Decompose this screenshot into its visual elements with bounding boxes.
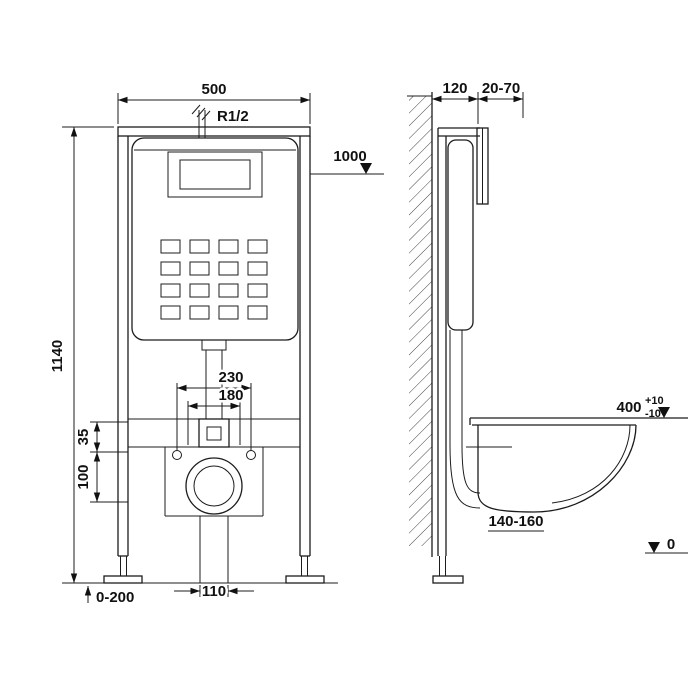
dim-offset-small-label: 35 bbox=[75, 429, 92, 446]
front-dimensions: 500 R1/2 1140 1000 230 180 bbox=[49, 81, 384, 606]
flush-plate-profile bbox=[476, 127, 489, 205]
frame-profile bbox=[437, 127, 480, 556]
outlet-pipe bbox=[199, 516, 229, 583]
wall-hatching bbox=[409, 96, 432, 546]
flush-pipe-profile bbox=[449, 330, 463, 445]
fixing-hole-right bbox=[246, 450, 256, 460]
dim-frame-width: 500 bbox=[117, 81, 311, 124]
dim-leg-adjust-range-label: 0-200 bbox=[96, 589, 134, 606]
dim-frame-height: 1140 bbox=[49, 126, 114, 583]
wall bbox=[407, 92, 433, 557]
support-feet bbox=[103, 556, 325, 584]
dim-offset-small: 35 bbox=[75, 421, 128, 453]
frame bbox=[117, 126, 311, 557]
dim-leg-adjust-range: 0-200 bbox=[84, 586, 134, 606]
drain-assembly bbox=[128, 418, 300, 517]
dim-finish-range: 20-70 bbox=[478, 80, 524, 118]
dim-floor-level: 0 bbox=[645, 536, 688, 554]
dim-fixing-span-wide-label: 230 bbox=[218, 369, 243, 386]
dim-frame-depth-label: 120 bbox=[442, 80, 467, 97]
dim-water-inlet-label: R1/2 bbox=[217, 108, 249, 125]
dim-frame-height-label: 1140 bbox=[49, 340, 66, 373]
dim-water-inlet: R1/2 bbox=[217, 108, 249, 125]
dim-offset-large: 100 bbox=[75, 452, 128, 503]
dim-fixing-span-wide: 230 bbox=[176, 367, 252, 450]
dim-frame-width-label: 500 bbox=[201, 81, 226, 98]
dim-fixing-span-narrow-label: 180 bbox=[218, 387, 243, 404]
dim-fixing-span-narrow: 180 bbox=[187, 385, 246, 445]
side-dimensions: 120 20-70 400 +10 -10 140-160 0 bbox=[432, 80, 688, 554]
dim-rim-height-label: 400 bbox=[616, 399, 641, 416]
cistern-profile bbox=[447, 139, 474, 331]
dim-outlet-pipe-width-label: 110 bbox=[202, 583, 226, 600]
dim-rim-height: 400 +10 -10 bbox=[616, 395, 670, 420]
dim-offset-large-label: 100 bbox=[75, 464, 92, 489]
level-mark-icon bbox=[360, 163, 372, 174]
dim-floor-level-label: 0 bbox=[667, 536, 675, 553]
dim-panel-height-label: 1000 bbox=[333, 148, 366, 165]
dim-outlet-height-range-label: 140-160 bbox=[488, 513, 543, 530]
dim-panel-height: 1000 bbox=[310, 148, 384, 175]
side-view bbox=[407, 92, 688, 584]
dim-rim-tol-minus-label: -10 bbox=[645, 408, 661, 420]
front-view bbox=[62, 104, 338, 584]
dim-rim-tol-plus-label: +10 bbox=[645, 395, 664, 407]
dim-outlet-height-range: 140-160 bbox=[486, 511, 546, 533]
flush-bend-housing bbox=[198, 418, 230, 448]
level-mark-icon bbox=[648, 542, 660, 553]
flush-plate-window bbox=[167, 151, 263, 198]
fixing-hole-left bbox=[172, 450, 182, 460]
dim-frame-depth: 120 bbox=[432, 80, 479, 124]
cistern-tank bbox=[131, 137, 299, 341]
toilet-bowl bbox=[466, 417, 688, 532]
dim-finish-range-label: 20-70 bbox=[482, 80, 520, 97]
protection-grid bbox=[160, 239, 268, 320]
water-inlet-symbol bbox=[191, 104, 211, 138]
side-support-foot bbox=[432, 556, 464, 584]
level-mark-icon bbox=[658, 407, 670, 418]
drain-elbow bbox=[449, 444, 481, 509]
dim-outlet-pipe-width: 110 bbox=[174, 581, 254, 603]
drain-socket-circle bbox=[185, 457, 243, 515]
